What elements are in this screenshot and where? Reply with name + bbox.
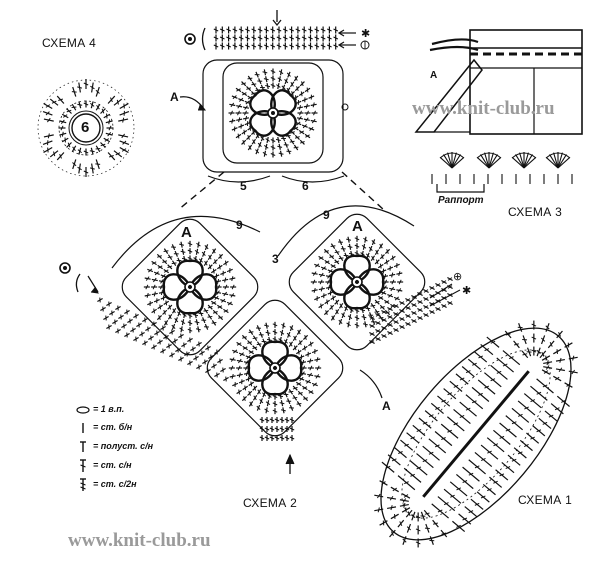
watermark-top: www.knit-club.ru xyxy=(412,98,555,119)
bracket-label-9-left: 9 xyxy=(236,218,243,232)
marker-a-bag: A xyxy=(430,70,438,81)
scheme2-diagram: ⊕ ✱ xyxy=(59,205,471,474)
scheme3-bag-sketch xyxy=(414,29,583,135)
legend-item-hdc: = полуст. с/н xyxy=(93,441,154,451)
legend-symbols xyxy=(76,406,90,491)
small-square-motif: ✱ xyxy=(179,10,370,183)
marker-a-small-square: A xyxy=(170,90,179,104)
legend-item-sc: = ст. б/н xyxy=(93,422,133,432)
marker-a-left-square: A xyxy=(181,224,192,241)
connection-dashes xyxy=(177,171,385,211)
scheme1-title: СХЕМА 1 xyxy=(518,493,573,507)
svg-text:✱: ✱ xyxy=(361,27,370,40)
scheme4-title: СХЕМА 4 xyxy=(42,36,97,50)
bracket-label-5: 5 xyxy=(240,179,247,193)
scheme3-title: СХЕМА 3 xyxy=(508,205,563,219)
bracket-label-3: 3 xyxy=(272,252,279,266)
legend-item-dc: = ст. с/н xyxy=(93,460,132,470)
scheme3-fan-stitches xyxy=(431,152,573,184)
bracket-label-9-right: 9 xyxy=(323,208,330,222)
scheme1-oval-base xyxy=(374,320,578,548)
scheme4-motif xyxy=(37,79,135,177)
svg-text:✱: ✱ xyxy=(462,284,471,297)
marker-a-bottom: A xyxy=(382,399,391,413)
motif-center-count: 6 xyxy=(81,119,90,136)
scheme2-title: СХЕМА 2 xyxy=(243,496,298,510)
legend-item-chain: = 1 в.п. xyxy=(93,404,125,414)
raport-label: Раппорт xyxy=(438,195,484,206)
bracket-label-6: 6 xyxy=(302,179,309,193)
scheme3-raport-bracket xyxy=(436,184,485,193)
watermark-bottom: www.knit-club.ru xyxy=(68,530,211,551)
marker-a-right-square: A xyxy=(352,218,363,235)
legend-item-tr: = ст. с/2н xyxy=(93,479,137,489)
svg-text:⊕: ⊕ xyxy=(453,270,462,283)
